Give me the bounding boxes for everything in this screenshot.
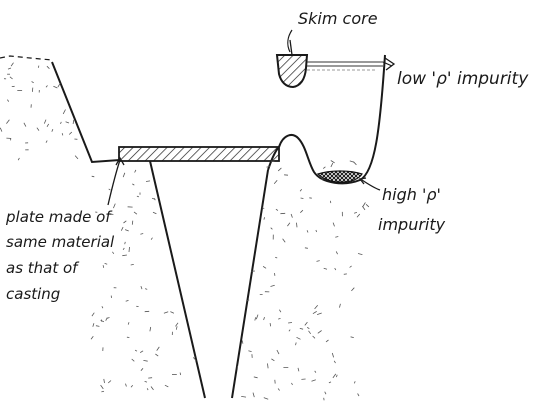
left-mould-wall bbox=[0, 56, 120, 162]
low-impurity-streaks bbox=[307, 58, 394, 70]
plate-label-line3: as that of bbox=[6, 259, 80, 277]
sprue-channel bbox=[150, 161, 268, 398]
plate-label-arrow bbox=[108, 158, 124, 205]
skim-core bbox=[277, 30, 307, 87]
plate-label-line1: plate made of bbox=[5, 208, 113, 226]
high-impurity-label-line2: impurity bbox=[378, 215, 446, 234]
plate bbox=[119, 147, 279, 161]
high-impurity-label-line1: high 'ρ' bbox=[382, 185, 441, 204]
plate-label-line4: casting bbox=[6, 285, 60, 303]
plate-label-line2: same material bbox=[6, 233, 115, 251]
sand-texture bbox=[0, 63, 369, 401]
skim-core-label: Skim core bbox=[298, 9, 378, 28]
low-impurity-label: low 'ρ' impurity bbox=[397, 69, 529, 89]
high-impurity-arrow bbox=[360, 178, 380, 190]
